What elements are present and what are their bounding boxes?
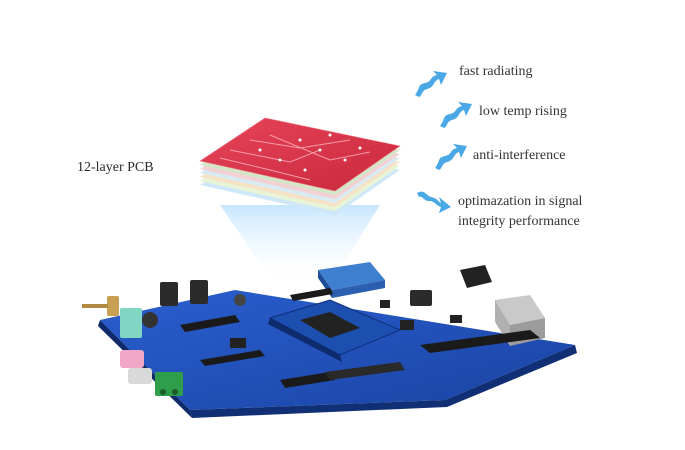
wavy-arrow-icon <box>440 102 472 128</box>
wavy-arrow-icon <box>435 144 467 170</box>
terminal-block <box>155 372 183 396</box>
antenna-connector <box>107 296 119 316</box>
wavy-arrow-icon <box>417 191 451 213</box>
pin-header <box>290 288 333 301</box>
audio-jack <box>128 368 152 384</box>
vga-connector <box>318 262 385 298</box>
feature-signal-integrity-line2: integrity performance <box>458 214 580 230</box>
feature-low-temp-rising: low temp rising <box>479 104 567 119</box>
pin-header <box>180 315 240 332</box>
core-module-pcb <box>268 318 342 362</box>
glow-beam <box>220 205 380 285</box>
feature-anti-interference: anti-interference <box>473 148 566 163</box>
pin-header <box>325 362 405 380</box>
pcb-label: 12-layer PCB <box>77 160 154 175</box>
connector <box>190 280 208 304</box>
capacitor <box>142 312 158 328</box>
development-board <box>82 262 577 418</box>
pin-header <box>280 372 335 388</box>
feature-signal-integrity: optimazation in signal integrity perform… <box>458 192 582 233</box>
terminal-block <box>120 308 142 338</box>
connector <box>410 290 432 306</box>
wavy-arrow-icon <box>415 71 447 97</box>
audio-jack <box>120 350 144 368</box>
power-jack <box>460 265 492 288</box>
pcb-layer-stack <box>199 117 401 215</box>
pin-header <box>420 330 540 353</box>
connector <box>160 282 178 306</box>
feature-signal-integrity-line1: optimazation in signal <box>458 194 583 209</box>
feature-fast-radiating: fast radiating <box>459 64 533 79</box>
pin-header <box>200 350 265 366</box>
capacitor <box>234 294 246 306</box>
